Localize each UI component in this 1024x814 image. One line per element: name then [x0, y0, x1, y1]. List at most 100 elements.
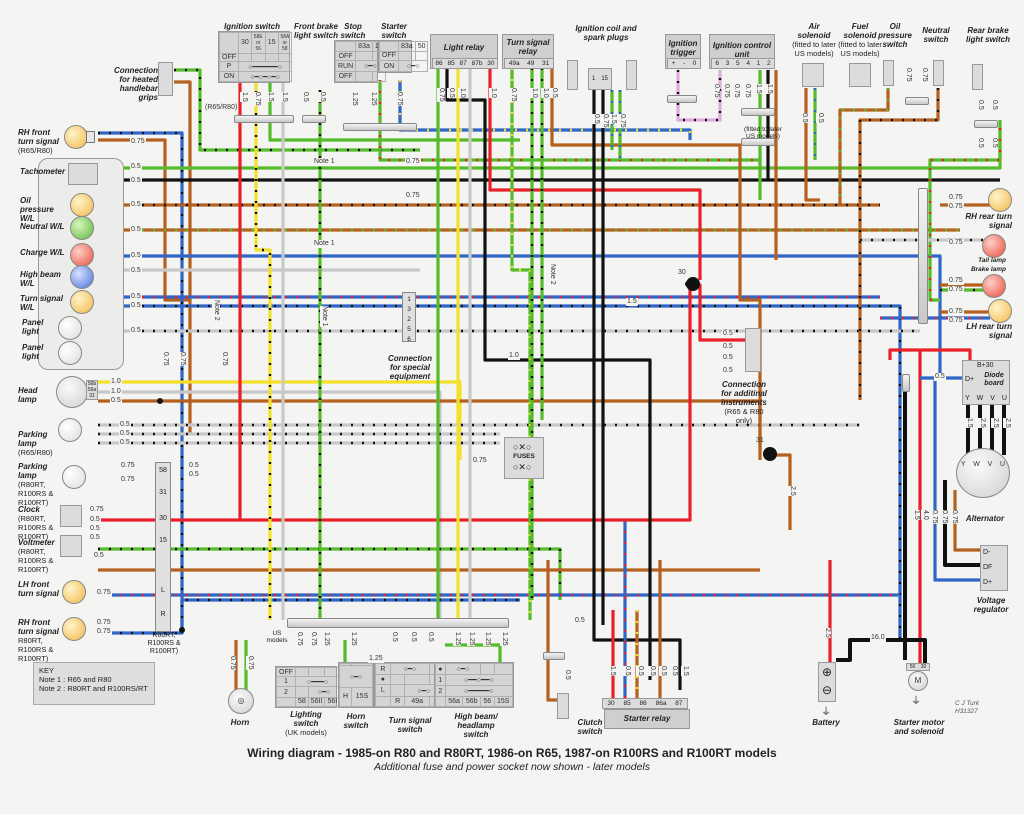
pin-label: 87 — [675, 700, 683, 707]
diagram-title: Wiring diagram - 1985-on R80 and R80RT, … — [247, 746, 777, 760]
turn-signal-switch[interactable]: R○━○ ● L○━○ R49aL — [374, 662, 444, 708]
fitted-note: (fitted to later US models) — [744, 126, 782, 140]
gauge-label: 0.5 — [426, 632, 434, 642]
neutral-switch[interactable] — [933, 60, 944, 86]
fairing-connector[interactable]: 58 31 30 15 L R — [155, 462, 171, 632]
gauge-label: 1.5 — [912, 510, 920, 520]
gauge-label: 0.5 — [990, 100, 998, 110]
gauge-label: 1.5 — [626, 298, 638, 306]
gauge-label: 0.5 — [409, 632, 417, 642]
starter-motor[interactable]: M — [908, 671, 928, 691]
fuse-box[interactable]: FUSES ○✕○ ○✕○ — [504, 437, 544, 479]
gauge-label: 0.5 — [976, 100, 984, 110]
oil-pressure-switch[interactable] — [883, 60, 894, 86]
pin-label: H — [338, 686, 353, 708]
battery[interactable]: ⊕ ⊖ — [818, 662, 836, 702]
brake-lamp-label: Brake lamp — [970, 266, 1006, 273]
clock-title: Clock — [18, 505, 40, 514]
turn-signal-wl-label: Turn signal W/L — [20, 294, 63, 312]
gauge-label: 0.5 — [670, 666, 678, 676]
starter-relay[interactable]: Starter relay — [604, 709, 690, 729]
gauge-label: 0.75 — [509, 88, 517, 102]
pin-label: + — [671, 60, 676, 67]
clock[interactable] — [60, 505, 82, 527]
stop-switch[interactable]: 83a15 OFF RUN○━○ OFF — [334, 40, 386, 83]
alternator[interactable]: Y W V U — [956, 448, 1010, 498]
heated-grips-connector[interactable] — [158, 62, 173, 96]
wire-brown — [546, 560, 560, 702]
r65-r80-note: (R65/R80) — [204, 104, 239, 112]
voltage-regulator[interactable]: D- DF D+ — [980, 545, 1008, 591]
head-lamp-label: Head lamp — [18, 386, 38, 404]
air-solenoid[interactable] — [802, 63, 824, 87]
pin-label: Y — [960, 461, 966, 468]
rh-front-turn-note: R80RT, R100RS & R100RT) — [18, 636, 54, 663]
tachometer[interactable] — [68, 163, 98, 185]
gauge-label: 0.75 — [130, 138, 146, 146]
pin-label: 30 — [487, 60, 495, 67]
pin-label: W — [976, 395, 984, 402]
gauge-label: 1.25 — [369, 92, 377, 106]
gauge-label: 2.5 — [1003, 418, 1011, 428]
wire-yellow-black — [254, 80, 272, 620]
rear-brake-switch[interactable] — [972, 64, 983, 90]
pin-label: 15 — [159, 537, 167, 544]
gauge-label: 0.75 — [920, 68, 928, 82]
fuel-solenoid[interactable] — [849, 63, 871, 87]
front-brake-switch-label: Front brake light switch — [293, 22, 338, 40]
gauge-label: 0.5 — [130, 177, 142, 185]
pin-label: 30 — [159, 515, 167, 522]
wire-green-red — [928, 128, 1002, 302]
junction-31 — [763, 447, 777, 461]
rear-lamps-connector — [918, 188, 928, 324]
gauge-label: 0.75 — [96, 628, 112, 636]
voltmeter-title: Voltmeter — [18, 538, 55, 547]
gauge-label: 1.0 — [489, 88, 497, 98]
wire-black — [943, 480, 980, 567]
gauge-label: 1.5 — [240, 92, 248, 102]
position-label: 1 — [276, 676, 296, 688]
voltage-regulator-label: Voltage regulator — [973, 596, 1009, 614]
special-equipment-connector[interactable]: 1 3 2 5 6 — [402, 292, 416, 343]
pin-label: 5 — [736, 60, 740, 67]
pin-label: 50 — [909, 664, 916, 670]
position-p: P — [219, 61, 239, 73]
pin-label: 1 — [591, 76, 596, 82]
pin-label: D- — [983, 549, 991, 556]
head-lamp[interactable] — [56, 376, 88, 408]
stop-switch-connector — [343, 123, 417, 131]
diode-board-label: Diode board — [984, 372, 1004, 387]
position-label: R — [375, 662, 391, 676]
gauge-label: 0.5 — [390, 632, 398, 642]
wire-red — [98, 285, 692, 522]
wire-brown-black — [858, 88, 940, 400]
ignition-coil[interactable]: 1 15 — [588, 68, 612, 90]
voltmeter-note: (R80RT, R100RS & R100RT) — [18, 547, 54, 574]
additional-instruments-connector[interactable] — [745, 328, 761, 372]
head-lamp-pins: 56b 56a 31 — [86, 380, 98, 400]
light-relay-label: Light relay — [443, 43, 485, 52]
horn[interactable]: ◎ — [228, 688, 254, 714]
pin-label: 2 — [407, 316, 411, 323]
pin-label: R — [160, 611, 166, 618]
clutch-switch[interactable] — [557, 693, 569, 719]
rh-front-turn-rt-bulb — [62, 617, 86, 641]
note1-label: Note 1 — [313, 158, 336, 166]
horn-label: Horn — [230, 718, 250, 727]
wire-black — [836, 638, 927, 665]
pin-label: 31 — [541, 60, 550, 67]
spark-plug-right — [626, 60, 637, 90]
panel-light-label: Panel light — [22, 318, 44, 336]
junction-30-label: 30 — [678, 269, 686, 276]
diode-board[interactable]: B+30 D+ Diode board Y W V U — [962, 360, 1010, 405]
gauge-label: 2.5 — [991, 418, 999, 428]
voltmeter[interactable] — [60, 535, 82, 557]
pin-label: 1 — [407, 296, 411, 303]
pin-label: 15S — [351, 686, 373, 708]
